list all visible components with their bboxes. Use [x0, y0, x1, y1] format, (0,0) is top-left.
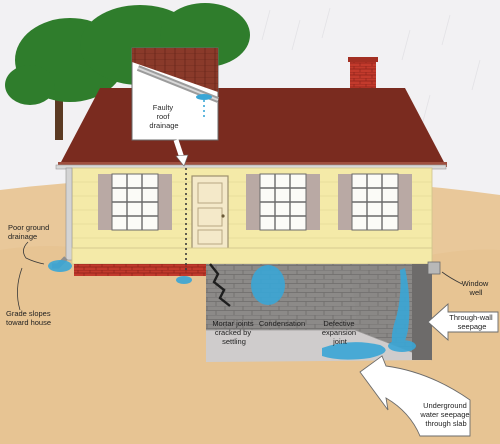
- inset-water: [196, 94, 212, 100]
- condensation-label: Condensation: [259, 319, 305, 328]
- underground-seepage-arrow: [359, 355, 471, 437]
- front-door: [191, 175, 229, 251]
- through-wall-leak: [391, 268, 410, 350]
- brick-foundation: [74, 264, 206, 276]
- underground-seepage-label: Underground water seepage through slab: [419, 401, 471, 428]
- mortar-joints-label: Mortar joints cracked by settling: [212, 319, 255, 346]
- basement-wall-edge: [412, 264, 432, 360]
- roof-drainage-inset: Faulty roof drainage: [131, 47, 220, 141]
- ground-puddle-center: [176, 276, 192, 284]
- through-wall-seepage-label: Through-wall seepage: [449, 313, 494, 331]
- rain-streaks: [261, 7, 481, 126]
- through-wall-arrow: [427, 302, 499, 342]
- roof-fascia: [58, 162, 447, 167]
- expansion-joint-leak: [322, 342, 386, 360]
- window-middle: [246, 173, 320, 231]
- mortar-crack: [209, 263, 231, 307]
- window-well: [427, 261, 441, 275]
- condensation-patch: [251, 265, 285, 305]
- poor-drainage-leader: [23, 241, 45, 265]
- faulty-roof-drainage-label: Faulty roof drainage: [149, 103, 178, 130]
- roof-drainage-pointer-arrow: [173, 139, 189, 167]
- window-left: [98, 173, 172, 231]
- through-wall-puddle: [388, 340, 416, 352]
- grade-slopes-label: Grade slopes toward house: [6, 309, 53, 327]
- door-knob-icon: [221, 214, 225, 218]
- window-well-leader: [441, 271, 463, 285]
- roof: [60, 88, 445, 164]
- grade-slopes-leader: [17, 267, 23, 311]
- poor-ground-drainage-label: Poor ground drainage: [8, 223, 51, 241]
- window-right: [338, 173, 412, 231]
- house-base: [71, 247, 433, 265]
- defective-expansion-joint-label: Defective expansion joint: [322, 319, 358, 346]
- water-seepage: [48, 260, 416, 360]
- ground-puddle-left: [48, 260, 72, 272]
- window-well-label: Window well: [462, 279, 491, 297]
